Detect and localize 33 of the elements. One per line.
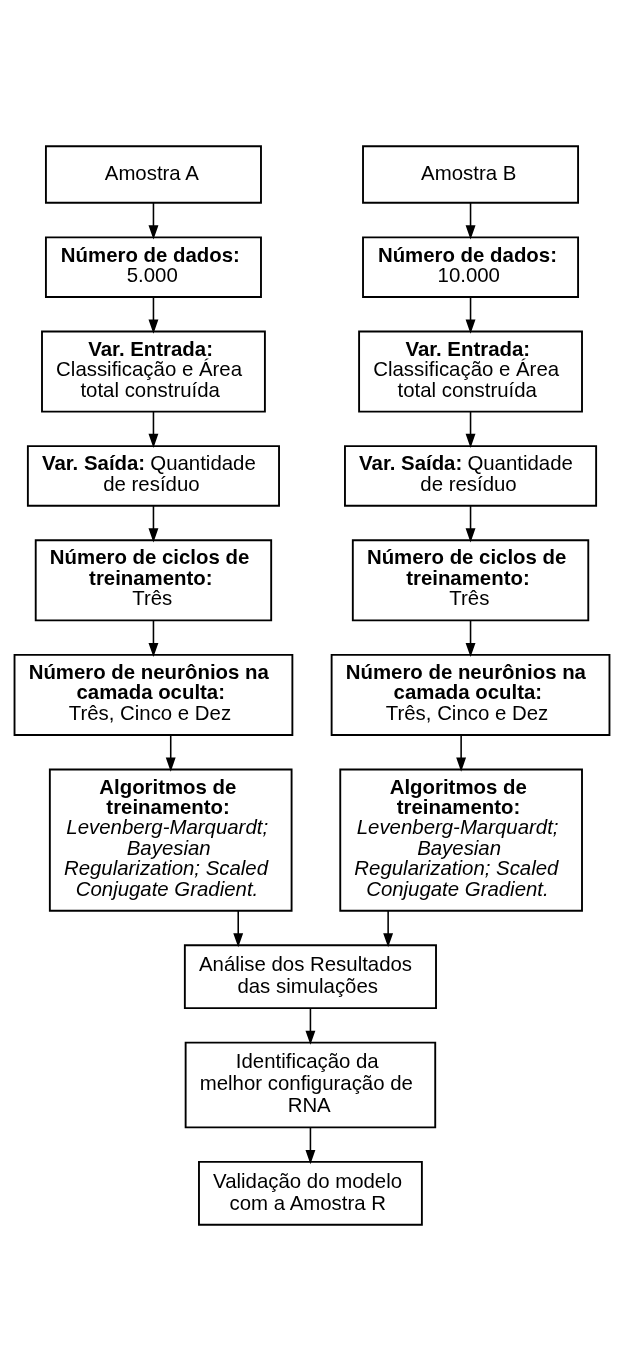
node-box: Var. Entrada: Classificação e Área total construída [41,330,266,412]
arrow [233,909,244,947]
arrow [456,734,467,772]
arrow [305,1007,316,1045]
node-box: Var. Entrada: Classificação e Área total construída [358,330,583,412]
arrow [465,201,476,239]
node-box: Número de neurônios na camada oculta: Três, Cinco e Dez [13,653,294,736]
node-box: Número de dados: 10.000 [362,235,580,298]
arrow [465,296,476,334]
node-box: Amostra A [45,144,262,204]
arrow [165,734,176,772]
arrow [383,909,394,947]
node-box: Var. Saída: Quantidade de resíduo [26,444,280,507]
node-box: Número de neurônios na camada oculta: Três, Cinco e Dez [330,653,611,736]
arrow [465,504,476,542]
arrow [148,296,159,334]
arrow [148,504,159,542]
arrow [148,619,159,657]
node-box: Validação do modelo com a Amostra R [198,1160,423,1226]
node-box: Algoritmos de treinamento: Levenberg-Marquardt; Bayesian Regularization; Scaled Conjugate Gradient. [339,768,583,912]
node-box: Análise dos Resultados das simulações [183,943,437,1009]
node-box: Var. Saída: Quantidade de resíduo [344,444,598,507]
arrow [148,201,159,239]
arrow [148,410,159,448]
arrow [305,1126,316,1164]
arrow [465,619,476,657]
node-box: Amostra B [362,144,580,204]
node-box: Algoritmos de treinamento: Levenberg-Marquardt; Bayesian Regularization; Scaled Conjugate Gradient. [48,768,293,912]
node-box: Número de ciclos de treinamento: Três [351,538,590,621]
node-box: Número de dados: 5.000 [45,235,262,298]
arrow [465,410,476,448]
node-box: Identificação da melhor configuração de RNA [184,1041,437,1128]
node-box: Número de ciclos de treinamento: Três [34,538,273,621]
